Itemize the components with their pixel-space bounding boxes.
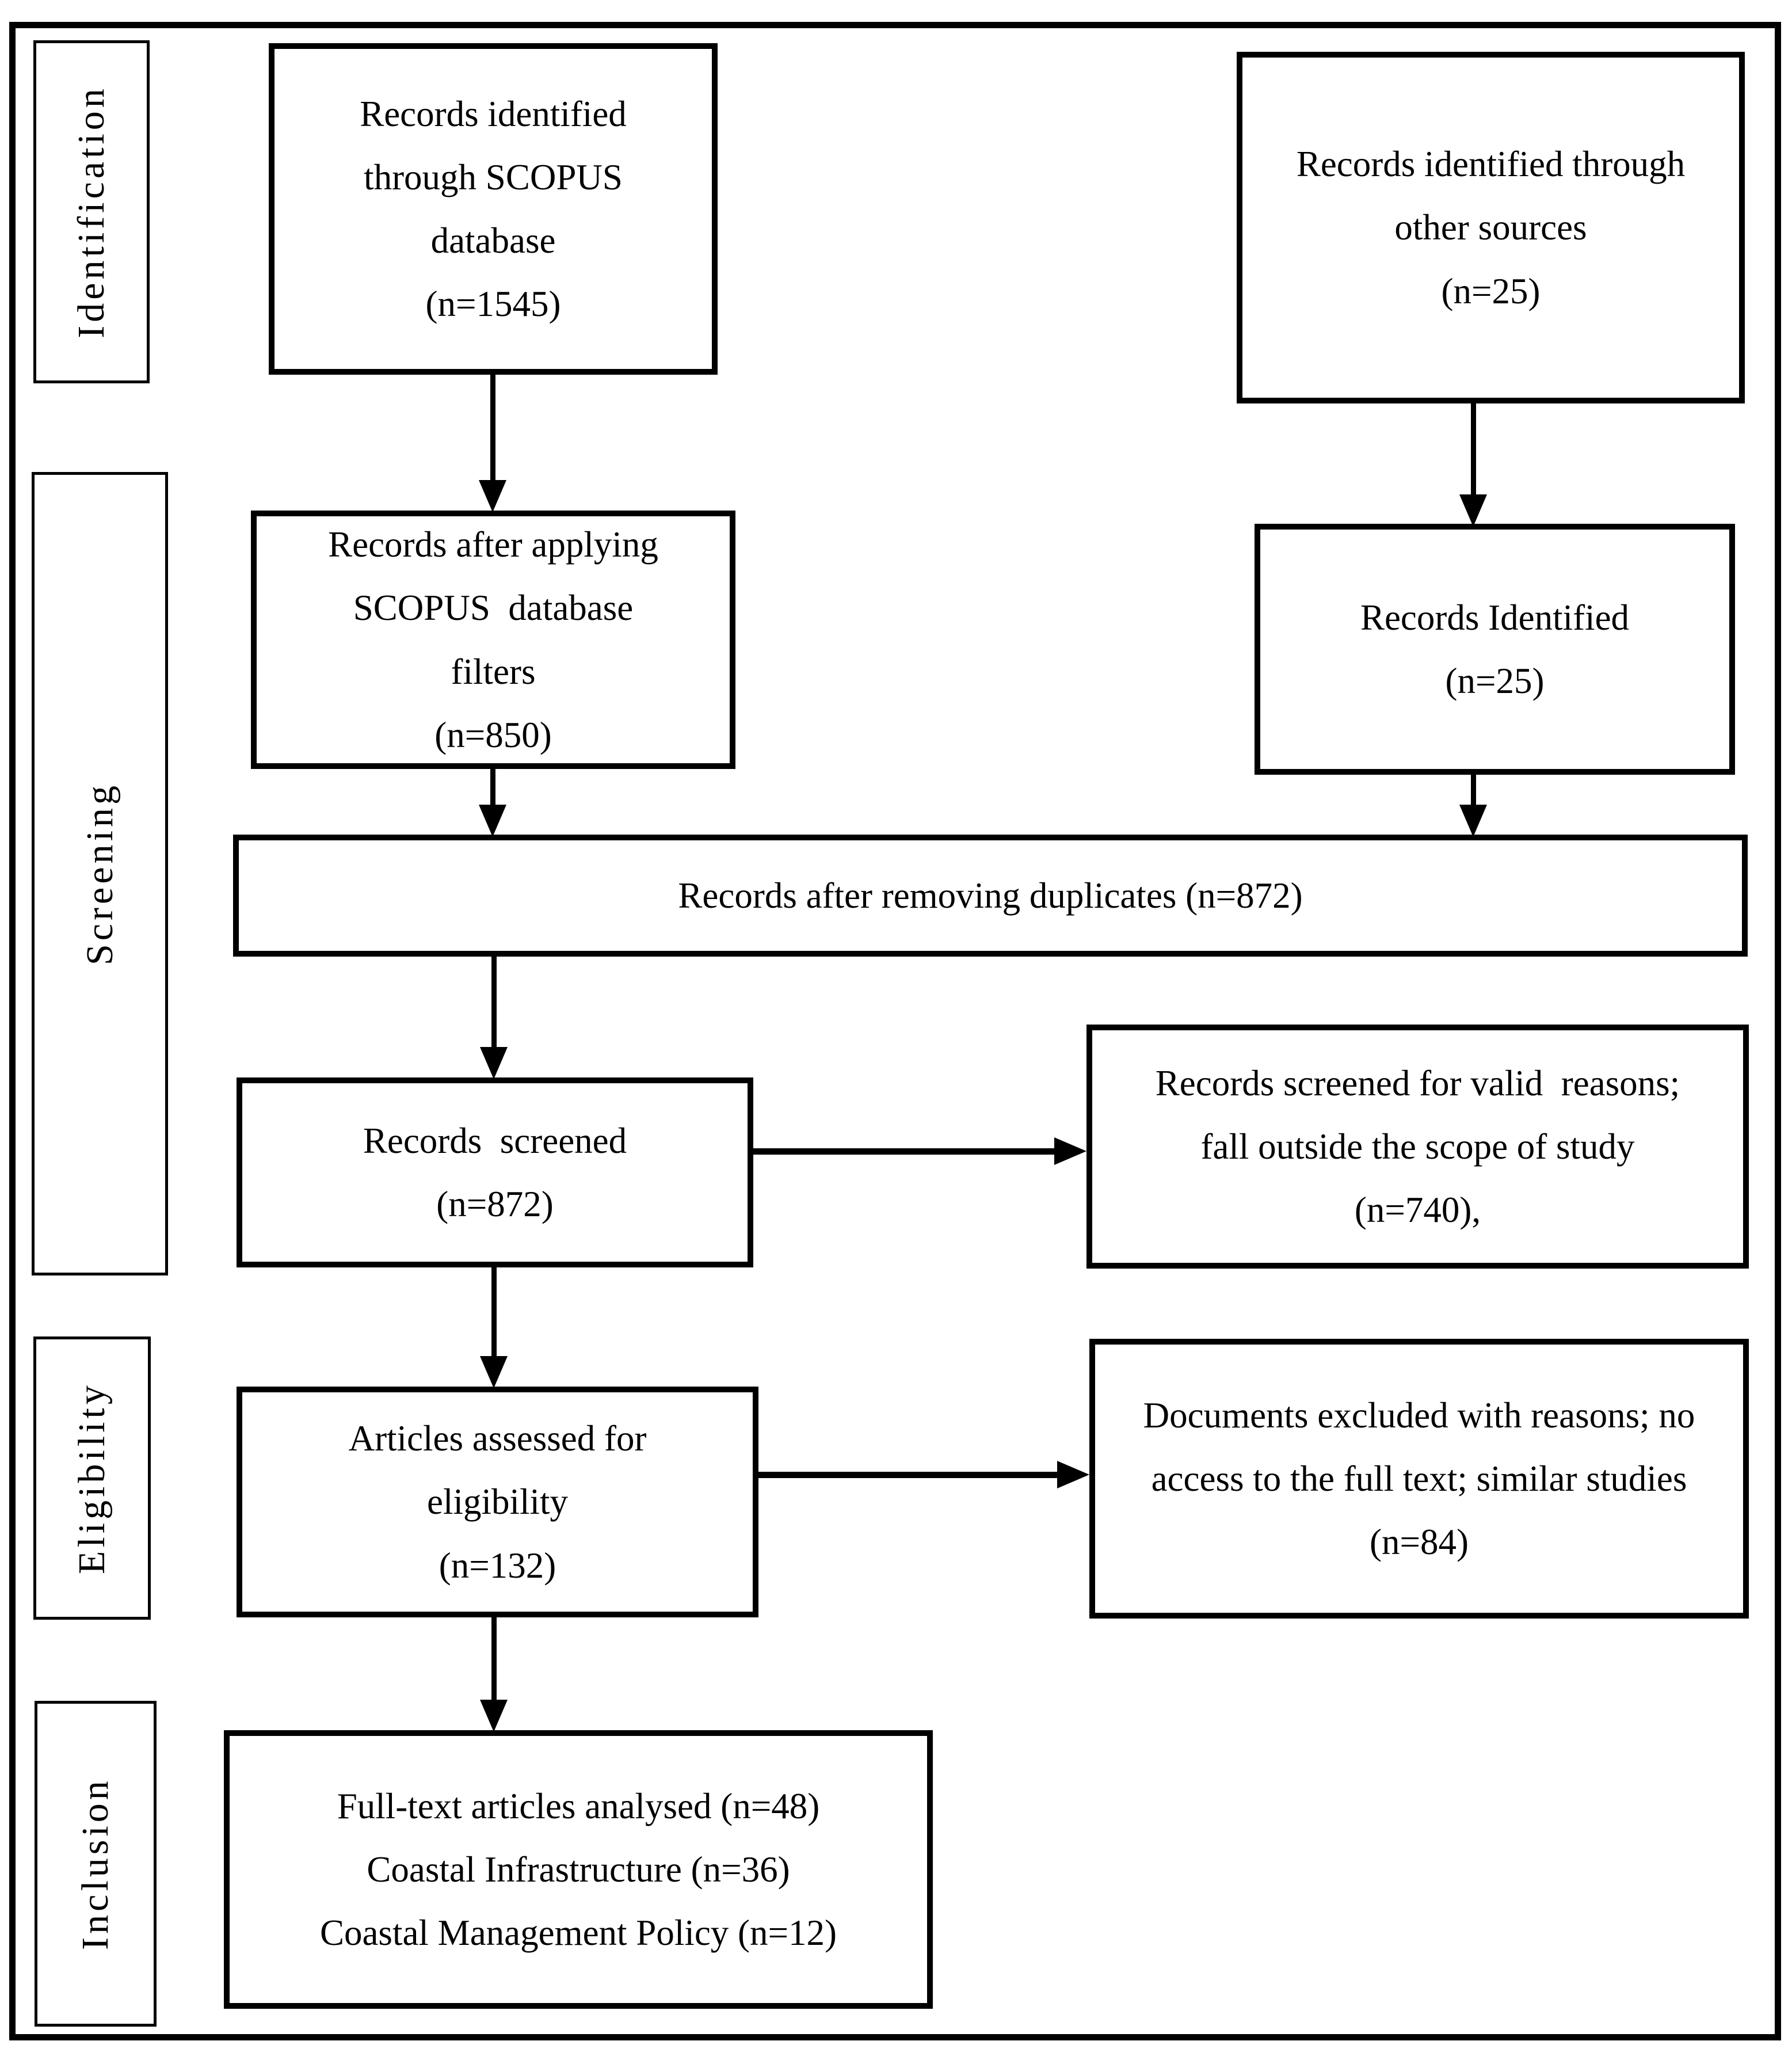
arrow-head-icon <box>480 1356 508 1388</box>
stage-label-inclusion: Inclusion <box>35 1701 157 2027</box>
arrow-shaft <box>758 1471 1057 1478</box>
arrow-assessed-to-documents-excluded <box>758 1461 1089 1488</box>
arrow-head-icon <box>1057 1461 1089 1488</box>
box-records-screened: Records screened (n=872) <box>237 1077 753 1267</box>
box-records-identified-scopus: Records identified through SCOPUS databa… <box>269 43 718 375</box>
arrow-head-icon <box>1459 805 1487 837</box>
arrow-shaft <box>490 374 495 480</box>
stage-label-inclusion-text: Inclusion <box>74 1777 117 1950</box>
arrow-head-icon <box>479 805 506 837</box>
arrow-shaft <box>753 1148 1054 1155</box>
arrow-assessed-to-included <box>480 1617 508 1732</box>
arrow-head-icon <box>1459 494 1487 527</box>
arrow-shaft <box>491 1267 497 1356</box>
arrow-shaft <box>491 1617 497 1700</box>
arrow-shaft <box>490 769 495 805</box>
stage-label-identification: Identification <box>33 40 150 383</box>
stage-label-eligibility-text: Eligibility <box>71 1382 113 1574</box>
arrow-head-icon <box>480 1700 508 1732</box>
arrow-screened-to-screened-excluded <box>753 1137 1086 1165</box>
arrow-shaft <box>1470 775 1476 805</box>
stage-label-screening: Screening <box>32 472 168 1275</box>
box-records-after-removing-duplicates: Records after removing duplicates (n=872… <box>233 835 1748 957</box>
arrow-filters-to-duplicates <box>479 769 506 837</box>
arrow-scopus-to-filters <box>479 374 506 512</box>
box-documents-excluded: Documents excluded with reasons; no acce… <box>1089 1339 1749 1619</box>
arrow-head-icon <box>480 1047 508 1079</box>
box-articles-assessed-eligibility: Articles assessed for eligibility (n=132… <box>237 1387 758 1617</box>
box-records-identified-other-sources: Records identified through other sources… <box>1237 52 1745 403</box>
arrow-head-icon <box>1054 1137 1086 1165</box>
box-full-text-included: Full-text articles analysed (n=48) Coast… <box>224 1730 933 2009</box>
arrow-head-icon <box>479 480 506 512</box>
stage-label-identification-text: Identification <box>70 85 112 338</box>
arrow-shaft <box>1470 403 1476 494</box>
box-records-screened-excluded: Records screened for valid reasons; fall… <box>1086 1025 1749 1269</box>
box-records-after-filters: Records after applying SCOPUS database f… <box>251 511 735 769</box>
arrow-other-sources-to-records-identified <box>1459 403 1487 527</box>
arrow-shaft <box>491 957 497 1047</box>
arrow-duplicates-to-screened <box>480 957 508 1079</box>
stage-label-screening-text: Screening <box>78 782 121 965</box>
arrow-screened-to-assessed <box>480 1267 508 1388</box>
arrow-records-identified-to-duplicates <box>1459 775 1487 837</box>
box-records-identified-25: Records Identified (n=25) <box>1255 524 1735 775</box>
stage-label-eligibility: Eligibility <box>33 1336 151 1620</box>
